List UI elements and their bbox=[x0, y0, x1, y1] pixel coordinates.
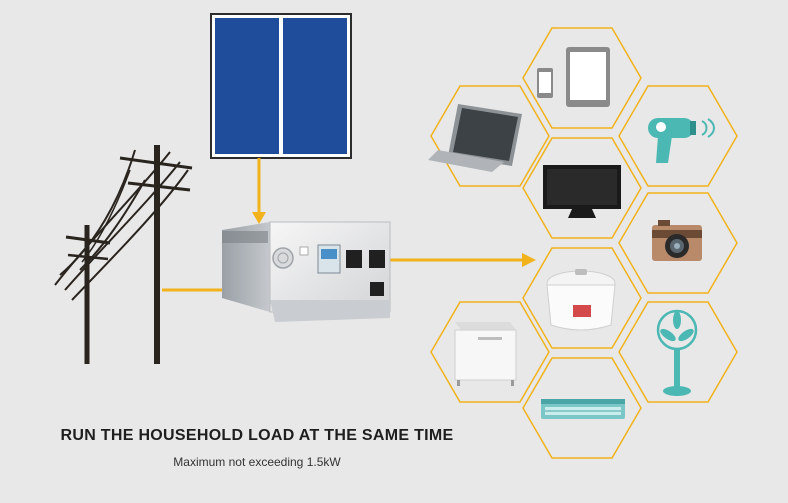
hex-tablet bbox=[522, 27, 642, 129]
hex-laptop bbox=[430, 85, 550, 187]
camera-icon bbox=[652, 220, 702, 261]
hex-freezer bbox=[430, 301, 550, 403]
inverter-icon bbox=[222, 221, 391, 322]
hex-tv bbox=[522, 137, 642, 239]
hex-outlines bbox=[430, 27, 738, 459]
air-conditioner-icon bbox=[541, 399, 625, 419]
freezer-icon bbox=[454, 322, 517, 386]
caption-title: RUN THE HOUSEHOLD LOAD AT THE SAME TIME bbox=[60, 427, 454, 444]
rice-cooker-icon bbox=[546, 269, 616, 331]
hex-camera bbox=[618, 192, 738, 294]
tv-icon bbox=[543, 165, 621, 218]
hex-fan bbox=[618, 301, 738, 403]
hex-aircon bbox=[522, 357, 642, 459]
hex-hairdryer bbox=[618, 85, 738, 187]
hex-ricecooker bbox=[522, 247, 642, 349]
fan-icon bbox=[656, 309, 698, 396]
caption-subtitle: Maximum not exceeding 1.5kW bbox=[173, 455, 341, 469]
laptop-icon bbox=[428, 104, 522, 172]
hair-dryer-icon bbox=[648, 118, 715, 163]
tablet-phone-icon bbox=[537, 47, 610, 107]
utility-pole-icon bbox=[54, 145, 193, 364]
solar-panel-icon bbox=[210, 13, 352, 159]
